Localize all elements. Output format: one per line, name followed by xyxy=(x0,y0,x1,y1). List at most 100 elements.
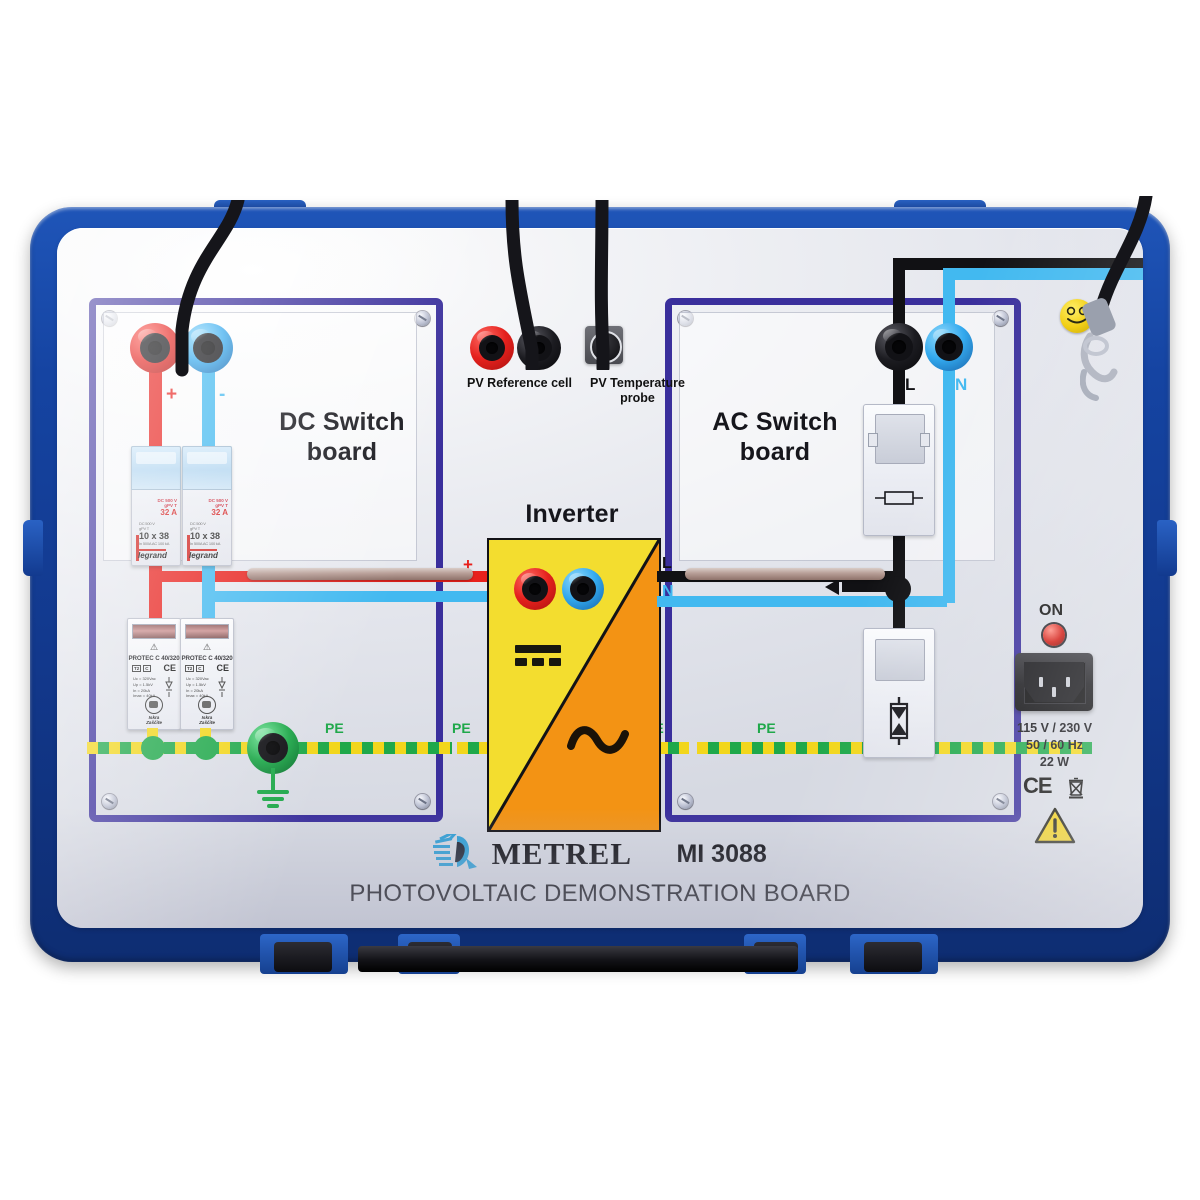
dc-spd-negative-drop xyxy=(202,596,215,620)
fuse-icon xyxy=(875,491,923,505)
front-panel: DC Switch board AC Switch board xyxy=(57,228,1143,928)
inverter-diagonal-divider xyxy=(489,540,659,830)
case-handle[interactable] xyxy=(358,946,798,972)
dc-positive-wire-vertical xyxy=(149,348,162,448)
ac-title-line1: AC Switch xyxy=(712,408,838,436)
ac-sine-icon xyxy=(567,726,629,754)
spd-manufacturer-logo-2: Iskra Zaščite xyxy=(194,696,220,725)
ce-mark-icon: CE xyxy=(163,663,176,673)
spd-arrester-symbol-icon xyxy=(218,677,226,697)
spd-badge-t2: T2 xyxy=(132,665,142,672)
ac-terminal-arrow-icon xyxy=(825,579,839,595)
spd-specs-1: Uc = 320Vac Up = 1.5kV In = 20kA Imax = … xyxy=(133,676,156,699)
ac-line-top-horizontal xyxy=(893,258,1143,270)
case-latch-left-outer-body[interactable] xyxy=(274,942,332,972)
brand-name: METREL xyxy=(491,836,632,871)
dc-negative-bus xyxy=(202,591,492,602)
iskra-logo-icon xyxy=(145,696,163,714)
spd-logo-text-2: Iskra Zaščite xyxy=(199,715,215,725)
inverter-plus-label: + xyxy=(463,555,473,574)
pv-temp-label-line1: PV Temperature xyxy=(590,376,685,390)
screw-icon xyxy=(102,794,117,809)
pe-bus-center xyxy=(457,742,487,754)
spd-spec-imax: Imax = 40kA xyxy=(186,693,209,699)
dc-surge-protector-1[interactable]: ⚠ PROTEC C 40/320 T2 C CE Uc = 320Vac Up… xyxy=(127,618,181,730)
ac-switch-terminal-right xyxy=(920,433,930,447)
pv-reference-cable[interactable] xyxy=(480,200,570,370)
spd-arrester-symbol-icon xyxy=(165,677,173,697)
spd-manufacturer-logo-1: Iskra Zaščite xyxy=(141,696,167,725)
pv-temperature-cable[interactable] xyxy=(570,200,660,370)
ac-switch-board-title: AC Switch board xyxy=(665,408,885,467)
fuse-brand-1: legrand xyxy=(138,551,167,560)
dc-positive-label: + xyxy=(166,384,178,405)
dc-symbol-icon xyxy=(515,645,561,666)
spd-spec-in: In = 20kA xyxy=(186,687,204,693)
pe-earth-socket[interactable] xyxy=(247,722,299,774)
ac-neutral-long-drop xyxy=(943,368,955,603)
screw-icon xyxy=(678,794,693,809)
ac-neutral-socket[interactable] xyxy=(925,323,973,371)
socket-gloss xyxy=(883,329,902,343)
inverter-dc-negative-socket[interactable] xyxy=(562,568,604,610)
pe-node-1 xyxy=(141,736,165,760)
dc-switch-board-title: DC Switch board xyxy=(237,408,447,467)
ce-mark-icon: CE xyxy=(1022,773,1053,798)
inverter-minus-label: - xyxy=(463,583,469,602)
inverter-title: Inverter xyxy=(457,500,687,530)
spd-badge-t2: T2 xyxy=(185,665,195,672)
dc-negative-wire-vertical xyxy=(202,348,215,448)
pv-reference-cell-socket-positive[interactable] xyxy=(470,326,514,370)
dc-negative-wire-mid-vertical xyxy=(202,566,215,596)
dc-surge-protector-2[interactable]: ⚠ PROTEC C 40/320 T2 C CE Uc = 320Vac Up… xyxy=(180,618,234,730)
product-full-name: PHOTOVOLTAIC DEMONSTRATION BOARD xyxy=(349,880,851,907)
fuse-lid-icon[interactable] xyxy=(131,446,181,490)
case-latch-right-outer-body[interactable] xyxy=(864,942,922,972)
inverter-title-text: Inverter xyxy=(525,500,619,528)
ac-surge-arrester-module[interactable] xyxy=(863,628,935,758)
iec-pin-earth xyxy=(1052,687,1056,697)
spd-status-window-icon xyxy=(185,624,229,639)
rating-wattage: 22 W xyxy=(1039,754,1070,769)
ac-fuse-switch-module[interactable] xyxy=(863,404,935,536)
screw-icon xyxy=(993,311,1008,326)
fuse-size-value-2: 10 x 38 xyxy=(190,531,221,541)
spd-badges-1: T2 C xyxy=(132,665,151,672)
ac-title-line2: board xyxy=(739,437,811,466)
socket-hole xyxy=(577,583,589,595)
dc-positive-socket[interactable] xyxy=(130,323,180,373)
ac-switch-terminal-left xyxy=(868,433,878,447)
screw-icon xyxy=(415,794,430,809)
ac-line-fuse-to-node xyxy=(893,528,905,583)
fuse-lid-icon[interactable] xyxy=(182,446,232,490)
dc-negative-socket[interactable] xyxy=(183,323,233,373)
carrying-strap-cable[interactable] xyxy=(1080,196,1200,416)
dc-test-lead-cable[interactable] xyxy=(120,200,320,380)
ac-switch-window-icon xyxy=(875,414,925,464)
inverter-l-label: L xyxy=(662,555,672,572)
ac-jumper-cable[interactable] xyxy=(685,568,885,580)
pe-node-2 xyxy=(194,736,218,760)
socket-hole xyxy=(486,342,498,354)
dc-jumper-cable[interactable] xyxy=(247,568,473,580)
socket-hole xyxy=(266,741,280,755)
dc-negative-label: - xyxy=(219,384,226,405)
ac-line-socket[interactable] xyxy=(875,323,923,371)
pe-label-left-of-inverter: PE xyxy=(452,720,471,736)
spd-badges-2: T2 C xyxy=(185,665,204,672)
socket-hole xyxy=(529,583,541,595)
screw-icon xyxy=(993,794,1008,809)
spd-status-window-icon xyxy=(132,624,176,639)
inverter-dc-positive-socket[interactable] xyxy=(514,568,556,610)
fuse-redbar-icon xyxy=(187,535,190,561)
power-inlet-socket[interactable] xyxy=(1015,653,1093,711)
ac-line-stub xyxy=(842,582,890,592)
rating-voltage: 115 V / 230 V xyxy=(1016,721,1093,735)
pv-temperature-probe-label: PV Temperature probe xyxy=(565,376,710,406)
